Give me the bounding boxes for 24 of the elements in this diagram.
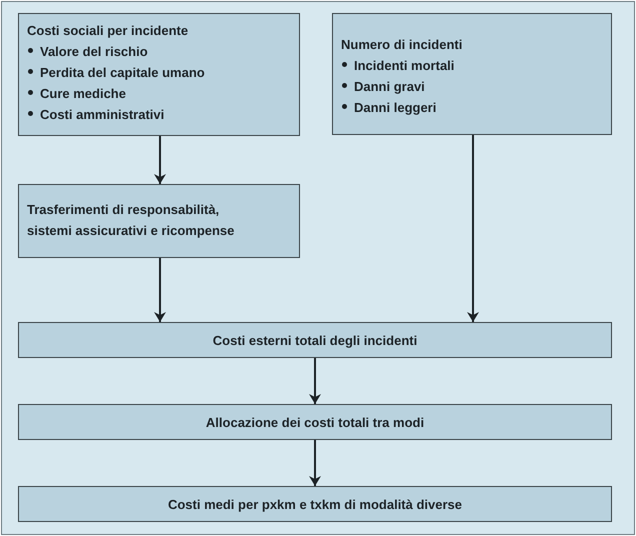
bullet-item: Danni gravi — [341, 79, 425, 94]
bullet-item: Danni leggeri — [341, 100, 436, 115]
bullet-item: Incidenti mortali — [341, 58, 454, 73]
box-text: Costi esterni totali degli incidenti — [212, 332, 418, 350]
bullet-item: Costi amministrativi — [27, 107, 164, 122]
box-heading: Costi sociali per incidente — [27, 22, 190, 40]
process-box — [18, 486, 612, 522]
process-box — [18, 404, 612, 440]
box-text: Costi medi per pxkm e txkm di modalità diverse — [168, 496, 462, 514]
process-box — [18, 13, 300, 136]
arrow — [309, 440, 321, 486]
bullet-item: Valore del rischio — [27, 44, 148, 59]
process-box — [18, 184, 300, 258]
arrow — [467, 135, 479, 322]
process-box — [18, 322, 612, 358]
bullet-item: Perdita del capitale umano — [27, 65, 205, 80]
box-heading: Trasferimenti di responsabilità, sistemi assicurativi e ricompense — [27, 201, 236, 240]
process-box — [332, 13, 612, 135]
arrow — [309, 358, 321, 404]
box-text: Allocazione dei costi totali tra modi — [206, 414, 424, 432]
arrow — [154, 258, 166, 322]
bullet-item: Cure mediche — [27, 86, 126, 101]
box-heading: Numero di incidenti — [341, 36, 464, 54]
arrow — [154, 136, 166, 184]
